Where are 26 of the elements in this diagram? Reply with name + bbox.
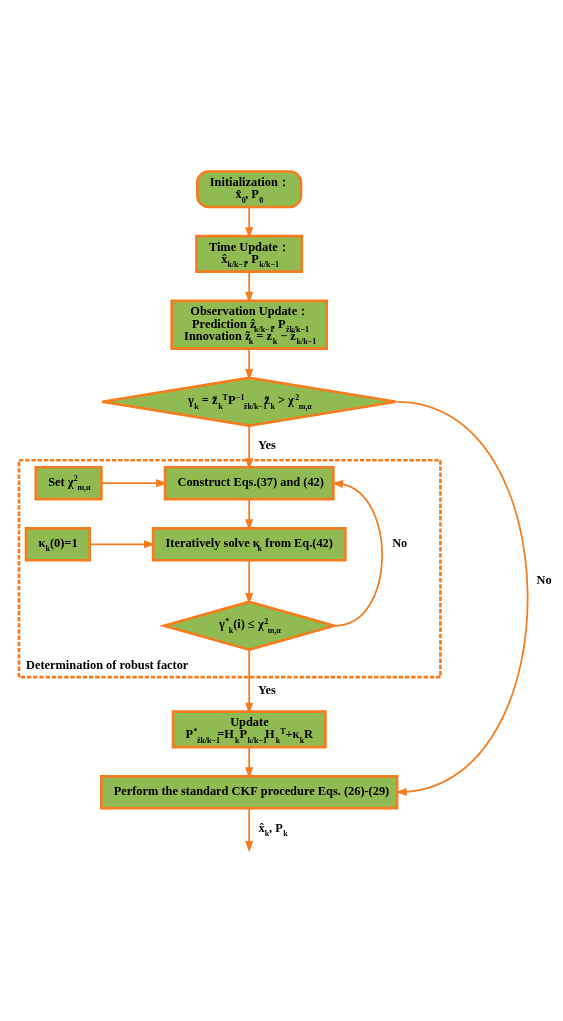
node-box: Update P$^{*}$$_{ẑk/k−1}$=H$_{k}$P$_{k/k−1}$H$_{k}$$^{T}$+κ$_{k}$R	[171, 709, 327, 748]
edge-label: Yes	[258, 437, 276, 452]
arrow	[245, 559, 254, 604]
arrow	[245, 648, 254, 714]
node-box: Iteratively solve κ$_{k}$ from Eq.(42)	[151, 526, 347, 562]
edge-label: No	[536, 572, 552, 587]
arrow	[245, 745, 254, 779]
arrow	[245, 205, 254, 239]
node-box: Initialization： x̂$_{0}$, P$_{0}$	[196, 169, 303, 208]
node-box: κ$_{k}$(0)=1	[24, 526, 92, 562]
edge-label: Yes	[258, 682, 276, 697]
edge-label: x̂$_{k}$, P$_{k}$	[258, 820, 288, 838]
node-box: Perform the standard CKF procedure Eqs. (26)-(29)	[99, 774, 399, 810]
arrow	[395, 400, 529, 796]
arrow	[331, 479, 383, 627]
arrow	[245, 347, 254, 380]
arrow	[89, 539, 156, 548]
node-box: Time Update： x̂$_{k/k−1}$, P$_{k/k−1}$	[195, 234, 304, 273]
node-box: Construct Eqs.(37) and (42)	[163, 465, 335, 500]
arrow	[245, 806, 254, 852]
arrow	[245, 424, 254, 470]
node-box: Observation Update： Prediction ẑ$_{k/k−1}$, P$_{ẑk/k−1}$ Innovation z̃$_{k}$ = z$_{k}$ − ẑ$_{k/k−1}$	[170, 299, 328, 350]
edge-label: No	[392, 535, 408, 550]
arrow	[100, 478, 168, 487]
arrow	[245, 498, 254, 531]
arrow	[245, 270, 254, 303]
